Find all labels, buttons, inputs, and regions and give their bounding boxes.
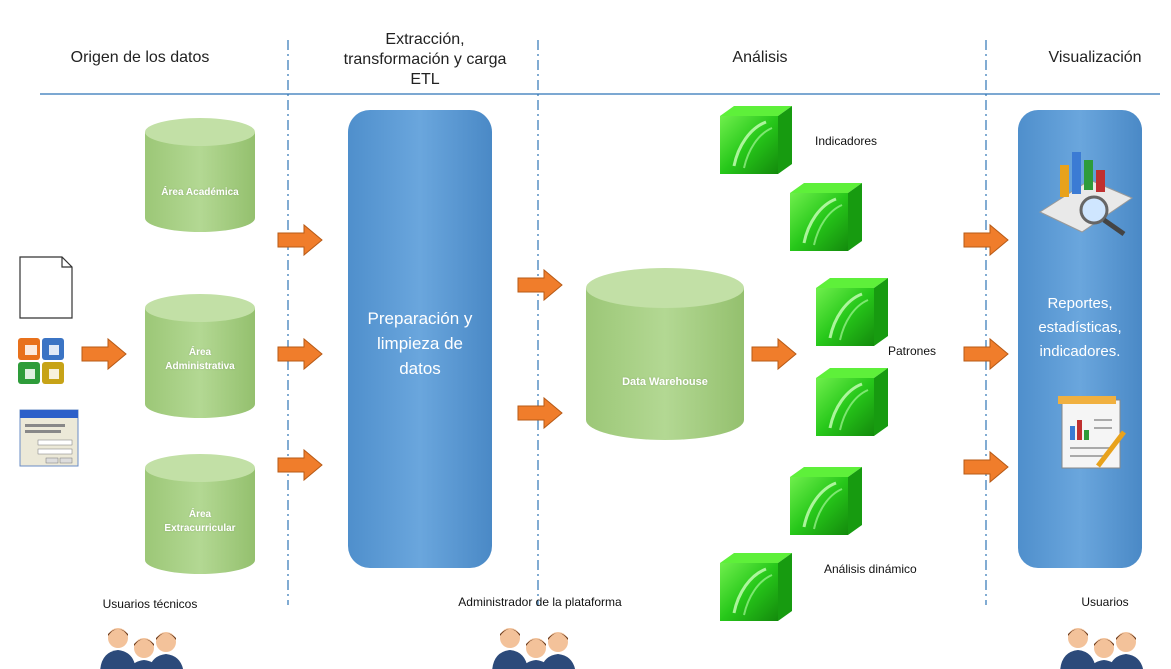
arrow-admin-to-etl — [277, 338, 323, 370]
label-area-academica: Área Académica — [161, 187, 239, 198]
label-output-line1: Reportes, — [1047, 295, 1113, 312]
chart-report-icon — [1038, 152, 1134, 237]
label-area-administrativa-line1: Área — [188, 347, 212, 358]
header-origen: Origen de los datos — [70, 49, 210, 66]
label-area-extracurricular-line2: Extracurricular — [164, 523, 236, 534]
cube-patrones-1 — [814, 276, 890, 348]
etl-process-box — [348, 110, 492, 568]
arrow-dw-to-patrones — [751, 338, 797, 370]
label-indicadores: Indicadores — [815, 134, 878, 148]
cylinder-data-warehouse — [586, 268, 744, 440]
header-analisis: Análisis — [732, 49, 788, 66]
label-usuarios-tecnicos: Usuarios técnicos — [102, 597, 198, 611]
people-group-icon — [100, 628, 184, 669]
label-area-administrativa: Área Administrativa — [145, 346, 255, 374]
label-output-box: Reportes, estadísticas, indicadores. — [1018, 292, 1142, 364]
label-etl-line2: limpieza de — [377, 334, 463, 353]
header-etl-line2: transformación y carga — [343, 51, 507, 68]
label-etl-line3: datos — [399, 359, 441, 378]
office-suite-icon — [18, 338, 64, 384]
cube-indicadores-2 — [788, 181, 864, 253]
cylinder-administrativa — [145, 294, 255, 418]
arrow-etl-to-dw-upper — [517, 269, 563, 301]
cube-dinamico-1 — [788, 465, 864, 537]
label-data-warehouse: Data Warehouse — [622, 376, 708, 388]
arrow-analysis-to-output-3 — [963, 451, 1009, 483]
label-usuarios: Usuarios — [1081, 595, 1129, 609]
cube-patrones-2 — [814, 366, 890, 438]
cylinder-extracurricular — [145, 454, 255, 574]
arrow-office-to-admin — [81, 338, 127, 370]
label-area-administrativa-line2: Administrativa — [165, 361, 235, 372]
label-patrones: Patrones — [888, 344, 937, 358]
header-etl-line1: Extracción, — [385, 31, 465, 48]
cube-dinamico-2 — [718, 551, 794, 623]
arrow-extra-to-etl — [277, 449, 323, 481]
cylinder-academica — [145, 118, 255, 232]
label-etl-line1: Preparación y — [367, 309, 473, 328]
label-analisis-dinamico: Análisis dinámico — [824, 562, 917, 576]
header-etl: Extracción, transformación y carga ETL — [330, 30, 520, 90]
header-etl-line3: ETL — [410, 71, 440, 88]
arrow-etl-to-dw-lower — [517, 397, 563, 429]
header-visualizacion: Visualización — [1048, 49, 1142, 66]
label-administrador: Administrador de la plataforma — [458, 595, 622, 609]
login-form-icon — [19, 409, 79, 467]
label-output-line3: indicadores. — [1039, 343, 1121, 360]
people-group-icon — [492, 628, 576, 669]
cube-indicadores-1 — [718, 104, 794, 176]
label-area-extracurricular: Área Extracurricular — [145, 508, 255, 536]
document-icon — [19, 256, 73, 319]
label-etl-box: Preparación y limpieza de datos — [348, 306, 492, 381]
report-document-icon — [1058, 396, 1126, 469]
arrow-academica-to-etl — [277, 224, 323, 256]
people-group-icon — [1060, 628, 1144, 669]
label-output-line2: estadísticas, — [1038, 319, 1122, 336]
label-area-extracurricular-line1: Área — [188, 509, 212, 520]
